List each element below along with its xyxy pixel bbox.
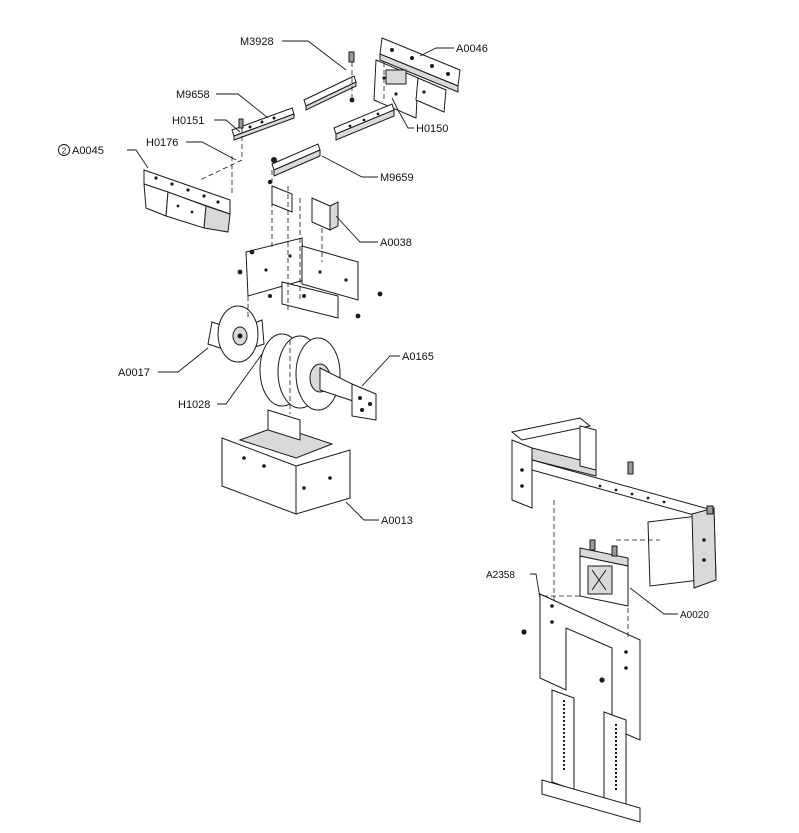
label-h1028: H1028: [178, 399, 210, 411]
part-m9659-rail: [267, 143, 321, 185]
label-m3928: M3928: [240, 36, 274, 48]
label-m9659: M9659: [380, 172, 414, 184]
label-a0165: A0165: [402, 351, 434, 363]
leader-lines: [127, 40, 678, 615]
label-a0013: A0013: [381, 515, 413, 527]
part-a2358-plate: [521, 593, 641, 823]
part-a0165-reel: [259, 333, 377, 421]
label-a0046: A0046: [456, 43, 488, 55]
assembly-lines-right: [540, 500, 660, 640]
part-a0038-block: [271, 185, 339, 231]
label-a0045-qty: 2: [62, 147, 67, 156]
label-a0045: A0045: [72, 145, 104, 157]
label-a0020: A0020: [680, 610, 709, 621]
label-h0150: H0150: [416, 123, 448, 135]
label-a2358: A2358: [486, 570, 515, 581]
part-upper-frame: [510, 417, 717, 589]
quantity-circle: [58, 144, 70, 156]
part-h0150-bar: [333, 103, 395, 141]
part-m9658-plate: [231, 107, 295, 141]
part-a0013-base-box: [221, 409, 351, 515]
label-a0038: A0038: [380, 237, 412, 249]
assembly-lines-left: [199, 62, 385, 414]
label-a0017: A0017: [118, 367, 150, 379]
callout-labels: M3928 A0046 M9658 H0151 H0150 H0176 2 A0…: [58, 36, 709, 621]
label-h0176: H0176: [146, 137, 178, 149]
part-a0020-clamp: [579, 539, 629, 607]
part-a0045-bracket: [143, 169, 231, 233]
part-side-plates: [237, 237, 383, 319]
label-h0151: H0151: [172, 115, 204, 127]
part-a0046-bracket: [373, 37, 461, 119]
part-m3928-rail: [303, 51, 357, 111]
part-a0017-clamp: [207, 305, 265, 363]
label-m9658: M9658: [176, 89, 210, 101]
